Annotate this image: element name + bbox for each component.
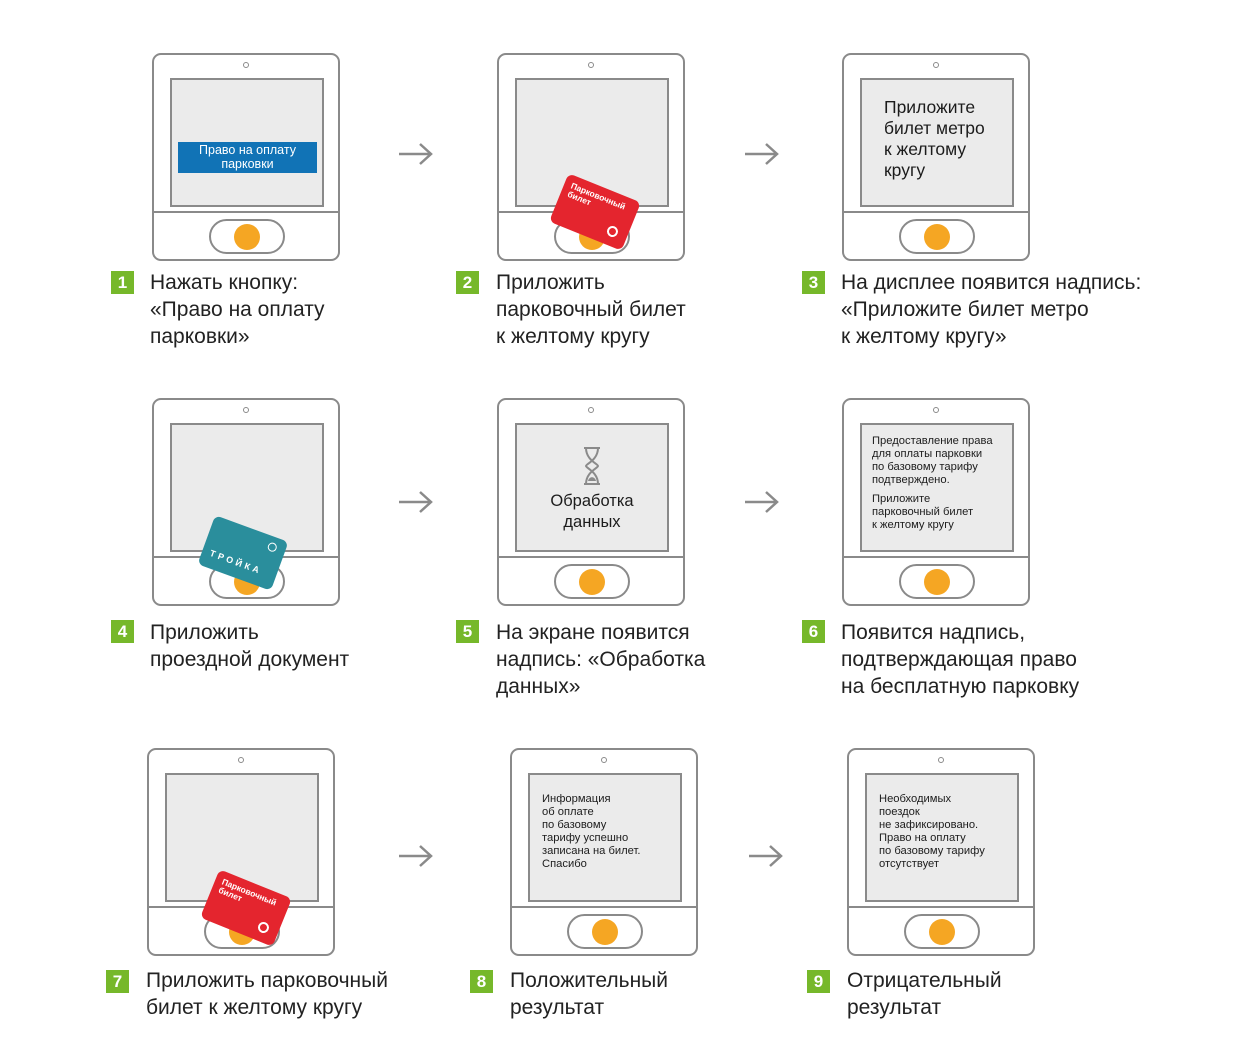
metro-logo-icon: [256, 920, 271, 935]
terminal-screen: Предоставление права для оплаты парковки…: [860, 423, 1014, 552]
instruction-text: Приложите парковочный билет к желтому кр…: [872, 493, 974, 531]
terminal-screen: Обработка данных: [515, 423, 669, 552]
step-number: 2: [456, 271, 479, 294]
camera-icon: [938, 757, 944, 763]
terminal-screen: Необходимых поездок не зафиксировано. Пр…: [865, 773, 1019, 902]
screen-message: Необходимых поездок не зафиксировано. Пр…: [879, 793, 985, 870]
step-number: 7: [106, 970, 129, 993]
step-caption: Приложить проездной документ: [150, 621, 350, 671]
yellow-circle-icon: [592, 918, 618, 945]
parking-payment-button[interactable]: Право на оплату парковки: [178, 142, 317, 173]
reader-pad: [554, 564, 630, 599]
step-caption: Нажать кнопку: «Право на оплату парковки…: [150, 271, 325, 348]
divider: [844, 211, 1028, 213]
reader-pad: [567, 914, 643, 949]
step-caption: Приложить парковочный билет к желтому кр…: [146, 969, 388, 1019]
camera-icon: [243, 407, 249, 413]
terminal-9: Необходимых поездок не зафиксировано. Пр…: [847, 748, 1035, 956]
arrow-right-icon: [399, 143, 433, 165]
terminal-8: Информация об оплате по базовому тарифу …: [510, 748, 698, 956]
confirmation-text: Предоставление права для оплаты парковки…: [872, 435, 993, 486]
step-number: 3: [802, 271, 825, 294]
arrow-right-icon: [745, 491, 779, 513]
arrow-right-icon: [399, 491, 433, 513]
step-caption: На экране появится надпись: «Обработка д…: [496, 621, 706, 698]
terminal-5: Обработка данных: [497, 398, 685, 606]
step-number: 9: [807, 970, 830, 993]
terminal-6: Предоставление права для оплаты парковки…: [842, 398, 1030, 606]
step-caption: Отрицательный результат: [847, 969, 1002, 1019]
terminal-screen: [515, 78, 669, 207]
reader-pad: [899, 564, 975, 599]
metro-logo-icon: [605, 224, 620, 239]
divider: [154, 211, 338, 213]
processing-panel: Обработка данных: [517, 446, 667, 533]
divider: [512, 906, 696, 908]
step-caption: Появится надпись, подтверждающая право н…: [841, 621, 1080, 698]
yellow-circle-icon: [579, 568, 605, 595]
arrow-right-icon: [745, 143, 779, 165]
yellow-circle-icon: [929, 918, 955, 945]
reader-pad: [904, 914, 980, 949]
step-caption: Положительный результат: [510, 969, 669, 1019]
step-caption: На дисплее появится надпись: «Приложите …: [841, 271, 1142, 348]
terminal-screen: Приложите билет метро к желтому кругу: [860, 78, 1014, 207]
camera-icon: [933, 407, 939, 413]
terminal-3: Приложите билет метро к желтому кругу: [842, 53, 1030, 261]
terminal-screen: Информация об оплате по базовому тарифу …: [528, 773, 682, 902]
divider: [849, 906, 1033, 908]
processing-text: Обработка данных: [550, 492, 634, 531]
step-number: 5: [456, 620, 479, 643]
camera-icon: [243, 62, 249, 68]
step-number: 4: [111, 620, 134, 643]
camera-icon: [588, 62, 594, 68]
camera-icon: [601, 757, 607, 763]
step-number: 8: [470, 970, 493, 993]
step-number: 6: [802, 620, 825, 643]
yellow-circle-icon: [924, 223, 950, 250]
camera-icon: [588, 407, 594, 413]
reader-pad: [899, 219, 975, 254]
arrow-right-icon: [749, 845, 783, 867]
camera-icon: [933, 62, 939, 68]
screen-message: Приложите билет метро к желтому кругу: [884, 97, 985, 180]
yellow-circle-icon: [234, 223, 260, 250]
step-caption: Приложить парковочный билет к желтому кр…: [496, 271, 686, 348]
screen-message: Предоставление права для оплаты парковки…: [872, 435, 1008, 532]
troika-logo-icon: [266, 541, 279, 553]
reader-pad: [209, 219, 285, 254]
screen-message: Информация об оплате по базовому тарифу …: [542, 793, 641, 870]
arrow-right-icon: [399, 845, 433, 867]
divider: [499, 556, 683, 558]
divider: [844, 556, 1028, 558]
step-number: 1: [111, 271, 134, 294]
yellow-circle-icon: [924, 568, 950, 595]
hourglass-icon: [584, 447, 600, 485]
terminal-screen: Право на оплату парковки: [170, 78, 324, 207]
camera-icon: [238, 757, 244, 763]
terminal-1: Право на оплату парковки: [152, 53, 340, 261]
